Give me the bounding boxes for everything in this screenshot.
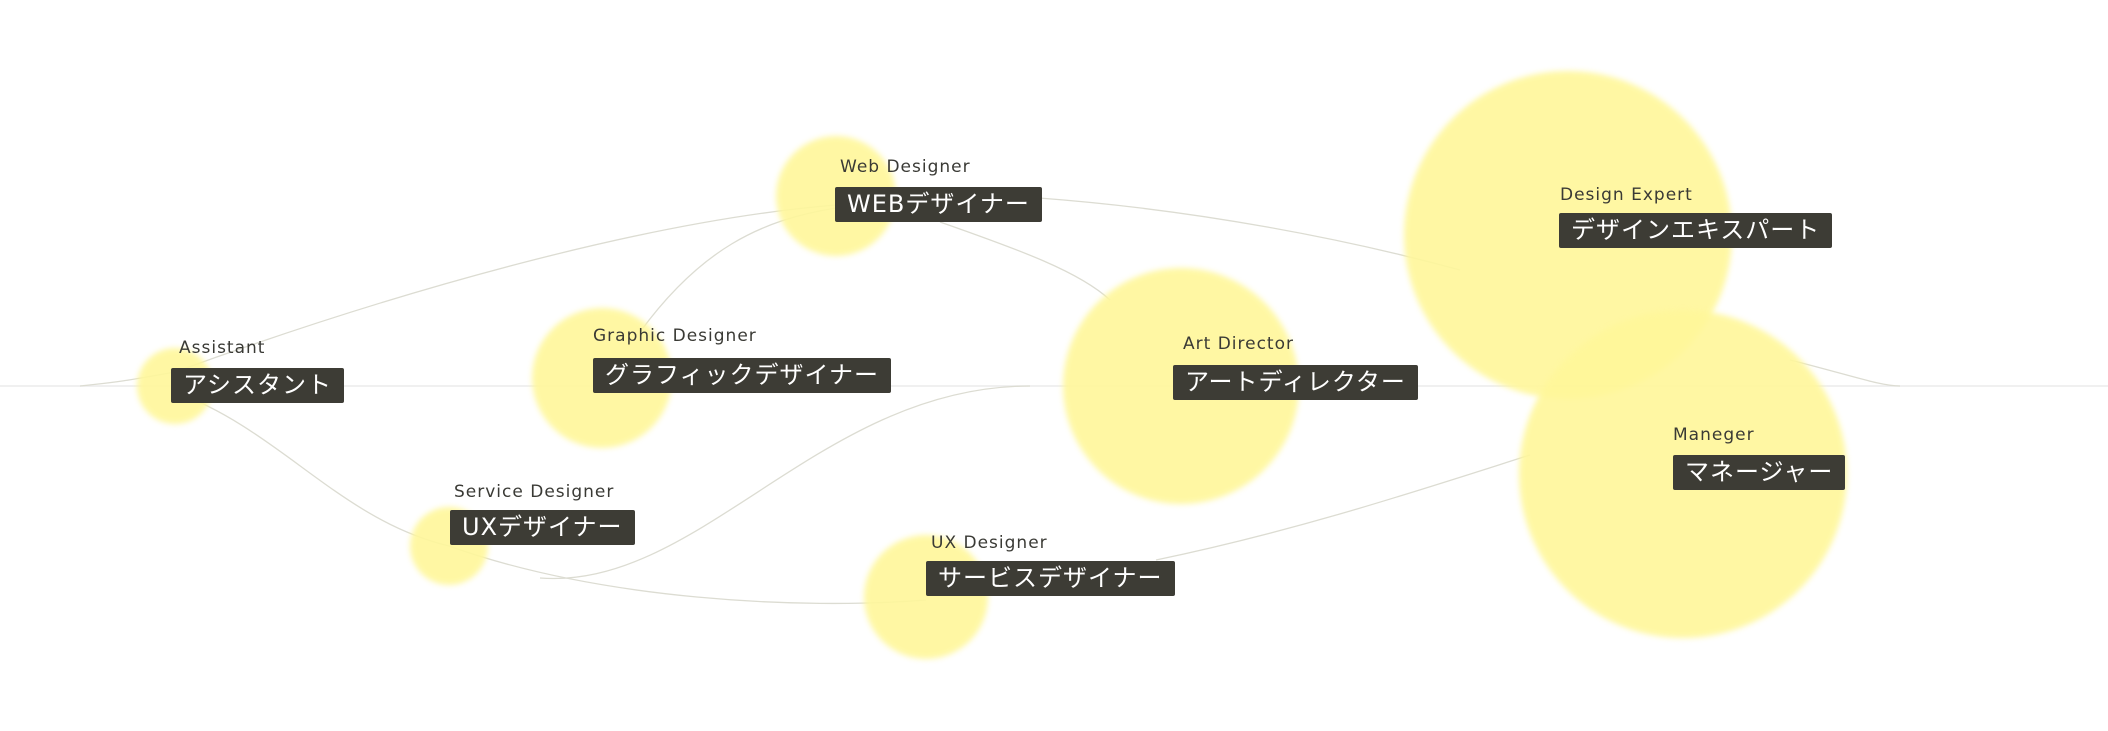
- node-jp-label[interactable]: アシスタント: [171, 368, 345, 403]
- edge-expert-exit: [1789, 359, 1901, 387]
- edge-service-art: [539, 385, 1031, 580]
- node-en-label: Maneger: [1673, 425, 1755, 445]
- node-en-label: Design Expert: [1560, 185, 1693, 205]
- node-jp-label[interactable]: デザインエキスパート: [1559, 213, 1833, 248]
- edge-service-ux: [448, 545, 927, 605]
- node-en-label: Art Director: [1183, 334, 1294, 354]
- node-en-label: Graphic Designer: [593, 326, 757, 346]
- node-en-label: UX Designer: [931, 533, 1048, 553]
- edge-web-art: [939, 221, 1111, 301]
- edge-assistant-service: [174, 391, 450, 547]
- node-jp-label[interactable]: UXデザイナー: [450, 510, 635, 545]
- node-jp-label[interactable]: グラフィックデザイナー: [593, 358, 892, 393]
- node-bubble-ux: [864, 535, 988, 659]
- node-en-label: Web Designer: [840, 157, 971, 177]
- node-jp-label[interactable]: サービスデザイナー: [926, 561, 1175, 596]
- edge-assistant-web: [79, 204, 837, 387]
- edge-ux-manager: [1155, 454, 1531, 561]
- node-en-label: Assistant: [179, 338, 266, 358]
- node-en-label: Service Designer: [454, 482, 615, 502]
- edge-web-expert: [1038, 197, 1461, 271]
- node-jp-label[interactable]: WEBデザイナー: [835, 187, 1042, 222]
- node-jp-label[interactable]: アートディレクター: [1173, 365, 1418, 400]
- node-jp-label[interactable]: マネージャー: [1673, 455, 1846, 490]
